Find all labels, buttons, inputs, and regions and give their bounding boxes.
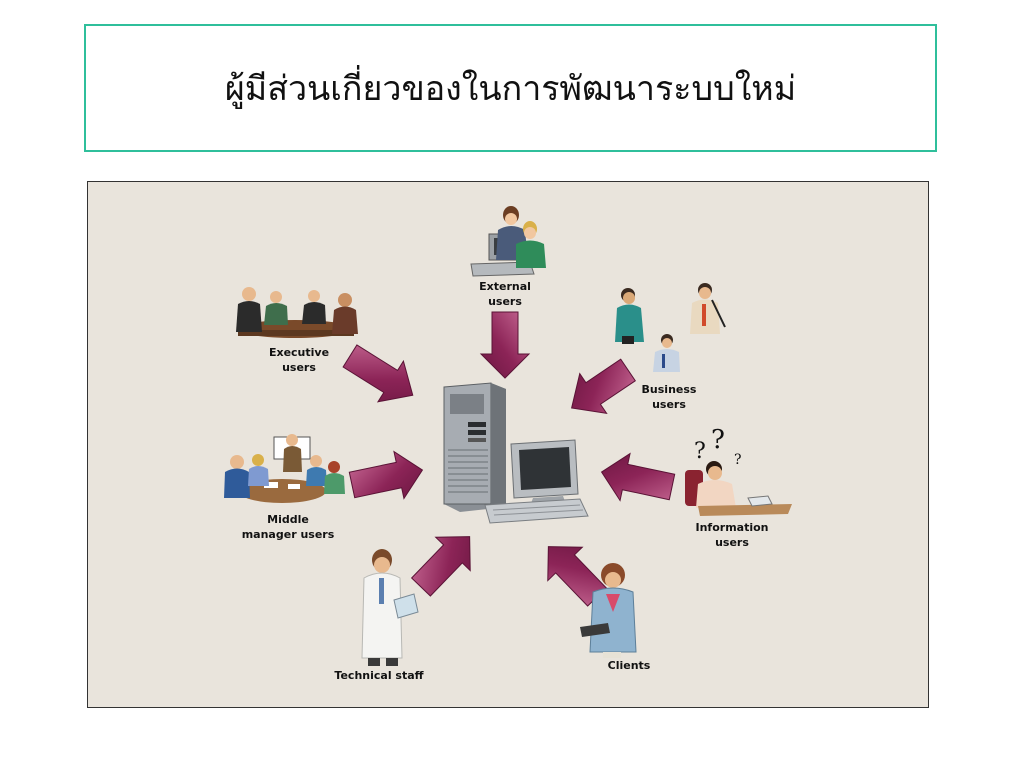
arrow-from-information bbox=[600, 452, 676, 502]
technical-staff-icon bbox=[361, 549, 419, 666]
svg-text:?: ? bbox=[734, 452, 742, 468]
label-business-users: Business users bbox=[641, 383, 697, 411]
label-middle-manager-users: Middle manager users bbox=[241, 513, 335, 541]
middle-manager-users-icon bbox=[224, 434, 345, 503]
label-executive-users: Executive users bbox=[268, 346, 330, 374]
arrow-from-middle bbox=[348, 450, 424, 500]
label-information-users: Information users bbox=[695, 521, 769, 549]
arrow-from-external bbox=[479, 311, 531, 379]
title-box: ผู้มีส่วนเกี่ยวของในการพัฒนาระบบใหม่ bbox=[84, 24, 937, 152]
svg-text:?: ? bbox=[711, 425, 725, 455]
label-technical-staff: Technical staff bbox=[334, 669, 424, 682]
computer-system-icon bbox=[443, 382, 589, 524]
svg-text:?: ? bbox=[694, 439, 706, 464]
slide-title: ผู้มีส่วนเกี่ยวของในการพัฒนาระบบใหม่ bbox=[224, 69, 797, 109]
arrow-from-business bbox=[571, 358, 636, 415]
information-users-icon: ? ? ? bbox=[685, 425, 792, 516]
arrow-from-executive bbox=[342, 344, 414, 403]
clients-icon bbox=[580, 563, 637, 658]
arrow-from-technical bbox=[410, 536, 471, 597]
diagram-art: ? ? ? bbox=[224, 206, 792, 666]
label-external-users: External users bbox=[479, 280, 531, 308]
executive-users-icon bbox=[236, 287, 358, 338]
label-clients: Clients bbox=[607, 659, 651, 672]
stakeholder-diagram: ? ? ? Ext bbox=[87, 181, 929, 708]
business-users-icon bbox=[615, 283, 726, 372]
external-users-icon bbox=[470, 206, 546, 277]
arrow-from-clients bbox=[547, 546, 608, 607]
